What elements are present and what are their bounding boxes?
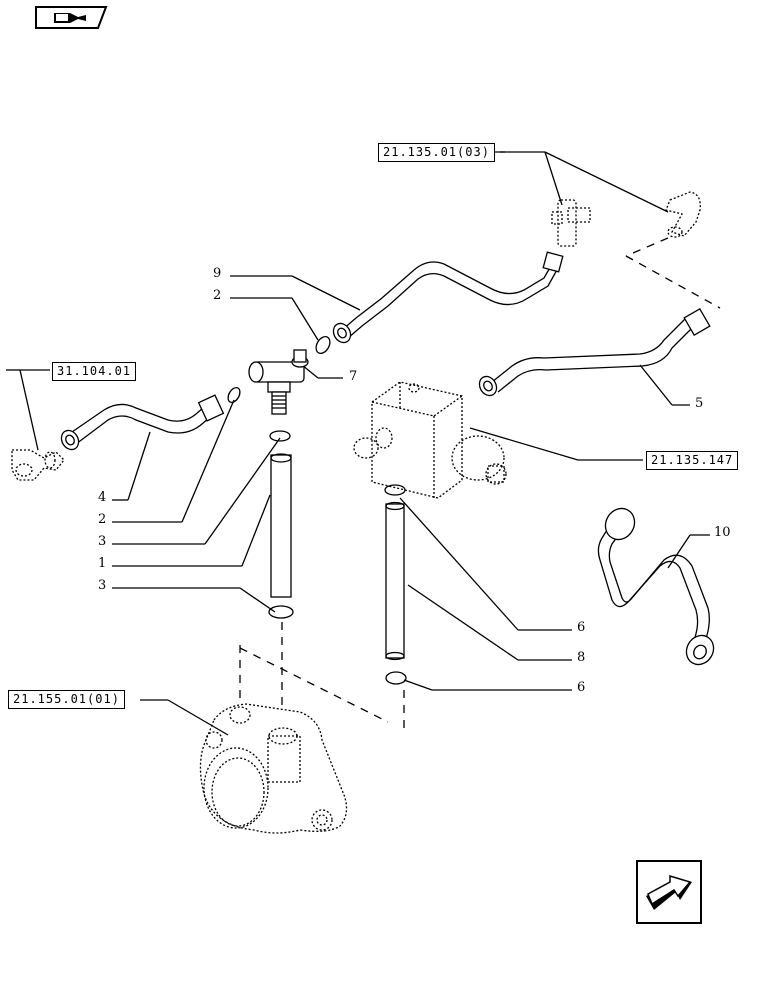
next-page-arrow-icon[interactable]	[636, 860, 702, 924]
reference-label-top[interactable]: 21.135.01(03)	[378, 143, 495, 162]
callout-6-upper: 6	[577, 620, 586, 635]
callout-6-lower: 6	[577, 680, 586, 695]
callout-3-lower: 3	[98, 578, 107, 593]
callout-2-lower: 2	[98, 512, 107, 527]
callout-7: 7	[349, 369, 358, 384]
callout-9: 9	[213, 266, 222, 281]
reference-label-left[interactable]: 31.104.01	[52, 362, 137, 381]
callout-1: 1	[98, 556, 107, 571]
callout-10: 10	[714, 525, 731, 540]
callout-2-upper: 2	[213, 288, 222, 303]
callout-3-upper: 3	[98, 534, 107, 549]
callout-4: 4	[98, 490, 107, 505]
callout-8: 8	[577, 650, 586, 665]
reference-label-pump[interactable]: 21.155.01(01)	[8, 690, 125, 709]
toolbox-nav-icon[interactable]	[34, 5, 108, 30]
reference-label-valve[interactable]: 21.135.147	[646, 451, 739, 470]
callout-5: 5	[695, 396, 704, 411]
